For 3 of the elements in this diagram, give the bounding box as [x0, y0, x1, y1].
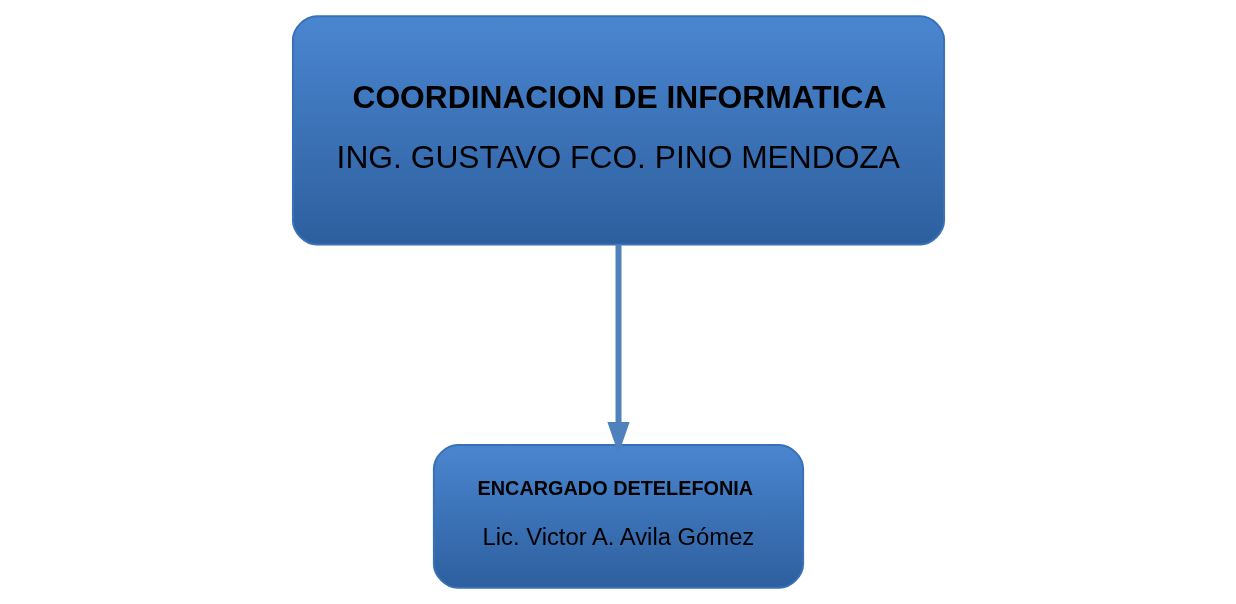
- node-box: COORDINACION DE INFORMATICA ING. GUSTAVO FCO. PINO MENDOZA: [291, 15, 945, 246]
- arrow: [606, 244, 630, 454]
- node-box: ENCARGADO DETELEFONIA Lic. Victor A. Avila Gómez: [432, 443, 804, 589]
